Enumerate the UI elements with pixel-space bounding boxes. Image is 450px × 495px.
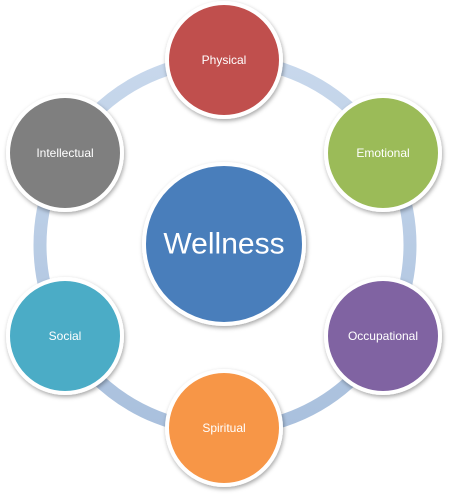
node-physical-label: Physical — [202, 53, 247, 67]
node-physical: Physical — [165, 1, 283, 119]
node-intellectual: Intellectual — [6, 94, 124, 212]
node-intellectual-label: Intellectual — [36, 146, 93, 160]
node-occupational-circle — [324, 277, 442, 395]
center-circle — [142, 162, 306, 326]
node-spiritual-circle — [165, 369, 283, 487]
node-emotional-circle — [324, 94, 442, 212]
node-spiritual-label: Spiritual — [202, 421, 245, 435]
center-node: Wellness — [142, 162, 306, 326]
center-label: Wellness — [163, 228, 284, 261]
node-intellectual-circle — [6, 94, 124, 212]
node-social-label: Social — [49, 329, 82, 343]
node-emotional-label: Emotional — [356, 146, 409, 160]
node-spiritual: Spiritual — [165, 369, 283, 487]
node-occupational-label: Occupational — [348, 329, 418, 343]
node-social-circle — [6, 277, 124, 395]
node-physical-circle — [165, 1, 283, 119]
node-occupational: Occupational — [324, 277, 442, 395]
node-emotional: Emotional — [324, 94, 442, 212]
node-social: Social — [6, 277, 124, 395]
